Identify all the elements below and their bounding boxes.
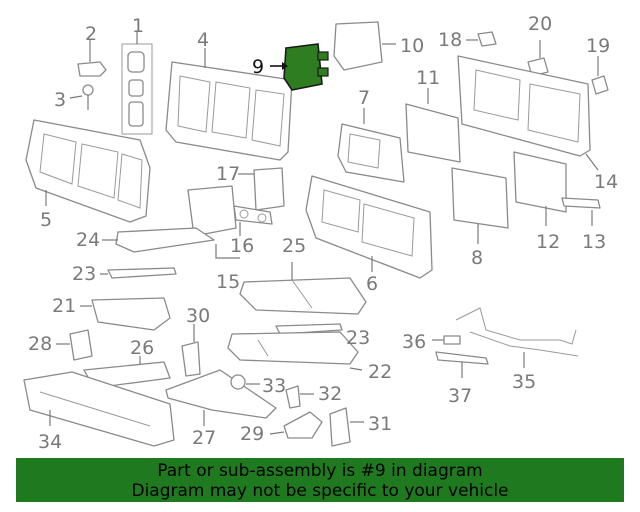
callout-36: 36: [402, 331, 426, 353]
callout-30: 30: [186, 305, 210, 327]
part-29-bracket: [269, 411, 323, 439]
part-23-mat-upper: [100, 267, 177, 279]
callout-13: 13: [582, 231, 606, 253]
callout-22: 22: [368, 361, 392, 383]
callout-6: 6: [366, 273, 378, 295]
part-31-trim: [329, 407, 364, 447]
part-17-panel: [238, 167, 285, 211]
part-24-cushion-pad: [102, 227, 215, 253]
callout-26: 26: [130, 337, 154, 359]
info-banner: Part or sub-assembly is #9 in diagram Di…: [16, 458, 624, 502]
callout-9: 9: [252, 56, 264, 78]
part-12-insulator: [513, 151, 567, 226]
callout-31: 31: [368, 413, 392, 435]
part-9-highlighted: [270, 43, 329, 91]
callout-14: 14: [594, 171, 618, 193]
part-16-latch: [233, 205, 273, 236]
part-33-clip: [230, 374, 260, 390]
part-22-cushion-frame: [227, 331, 363, 371]
callout-10: 10: [400, 35, 424, 57]
callout-23-lower: 23: [346, 327, 370, 349]
part-13-plate: [561, 197, 601, 226]
part-20-bracket: [527, 40, 549, 77]
part-30-bracket: [181, 324, 201, 377]
part-36-connector: [432, 335, 461, 345]
callout-4: 4: [197, 29, 209, 51]
callout-3: 3: [54, 89, 66, 111]
part-5-seatback-cover: [25, 119, 151, 223]
callout-21: 21: [52, 295, 76, 317]
part-15-panel: [187, 185, 240, 259]
callout-16: 16: [230, 235, 254, 257]
callout-35: 35: [512, 371, 536, 393]
callout-28: 28: [28, 333, 52, 355]
callout-24: 24: [76, 229, 100, 251]
part-8-pad: [451, 167, 509, 244]
part-14-rear-panel: [457, 55, 599, 171]
part-2-3-clip: [69, 40, 107, 110]
part-21-cushion: [80, 297, 171, 331]
callout-15: 15: [216, 271, 240, 293]
part-34-floor-tray: [23, 371, 175, 447]
callout-1: 1: [132, 15, 144, 37]
part-1-headrest-guides: [121, 32, 153, 135]
callout-32: 32: [318, 383, 342, 405]
callout-23-upper: 23: [72, 263, 96, 285]
callout-25: 25: [282, 235, 306, 257]
part-28-hinge: [56, 329, 93, 361]
part-10-panel: [333, 21, 396, 71]
callout-5: 5: [40, 209, 52, 231]
callout-19: 19: [586, 35, 610, 57]
part-19-bracket: [591, 56, 609, 95]
part-37-strap: [435, 351, 489, 378]
part-27-tray: [165, 369, 277, 426]
part-7-bracket: [337, 108, 405, 183]
callout-27: 27: [192, 427, 216, 449]
callout-34: 34: [38, 431, 62, 453]
banner-line-2: Diagram may not be specific to your vehi…: [131, 481, 509, 501]
part-25-cushion-cover: [239, 262, 367, 315]
callout-37: 37: [448, 385, 472, 407]
callout-12: 12: [536, 231, 560, 253]
callout-17: 17: [216, 163, 240, 185]
part-32-clip: [285, 385, 314, 409]
callout-8: 8: [471, 247, 483, 269]
callout-7: 7: [358, 87, 370, 109]
callout-18: 18: [438, 29, 462, 51]
banner-line-1: Part or sub-assembly is #9 in diagram: [157, 461, 483, 481]
callout-20: 20: [528, 13, 552, 35]
callout-29: 29: [240, 423, 264, 445]
callout-33: 33: [262, 375, 286, 397]
part-18-bracket: [466, 31, 497, 47]
part-35-harness: [455, 307, 579, 368]
callout-2: 2: [85, 23, 97, 45]
part-4-seatback-frame: [165, 48, 293, 161]
callout-11: 11: [416, 67, 440, 89]
part-6-frame: [305, 175, 433, 279]
parts-diagram: 1 2 3 4 5 6 7 8 9 10 11 12 13 14 15 16 1…: [23, 13, 618, 453]
part-11-insulator: [405, 88, 461, 163]
